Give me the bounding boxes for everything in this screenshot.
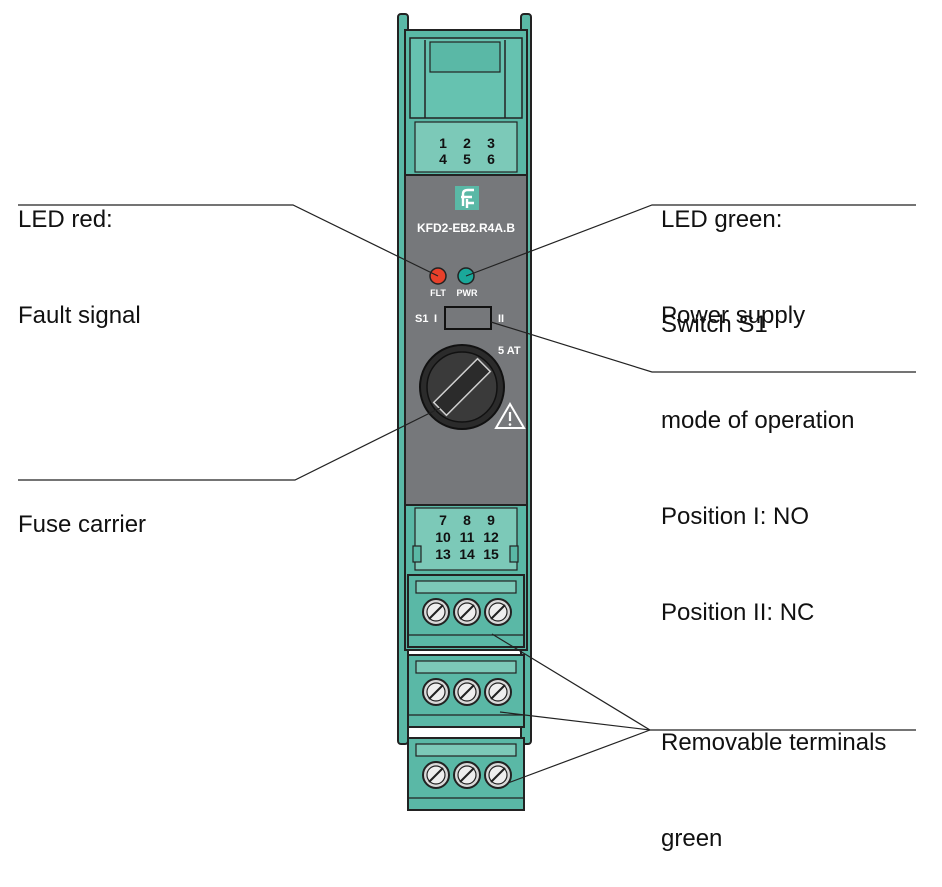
model-label: KFD2-EB2.R4A.B (417, 221, 515, 235)
callout-switch-line4: Position II: NC (661, 599, 815, 626)
callout-switch-line1: Switch S1 (661, 311, 768, 338)
callout-led-red-line2: Fault signal (18, 302, 141, 329)
top-terminal-numbers: 1 2 3 4 5 6 (439, 135, 495, 167)
terminal-number: 9 (487, 512, 495, 528)
callout-led-red-line1: LED red: (18, 206, 113, 233)
terminal-number: 11 (460, 529, 475, 545)
callout-fuse: Fuse carrier (18, 445, 146, 573)
terminal-number: 3 (487, 135, 495, 151)
fuse-rating-label: 5 AT (498, 345, 521, 357)
switch-position-1-label: I (434, 313, 437, 325)
terminal-screw[interactable] (422, 678, 450, 706)
callout-terminals: Removable terminals green (661, 663, 886, 887)
terminal-block[interactable] (407, 737, 525, 811)
terminal-latches (412, 545, 519, 563)
switch-s1[interactable] (444, 306, 492, 330)
terminal-screw[interactable] (453, 761, 481, 789)
removable-terminal-blocks (407, 574, 525, 811)
terminal-screw[interactable] (422, 761, 450, 789)
terminal-block[interactable] (407, 574, 525, 648)
front-panel (404, 174, 528, 506)
bottom-terminal-numbers: 7 8 9 10 11 12 13 14 15 (435, 512, 499, 562)
terminal-screw[interactable] (453, 598, 481, 626)
device-diagram: 1 2 3 4 5 6 KFD2-EB2.R4A.B FLT PWR S1 I … (18, 13, 916, 811)
terminal-screw[interactable] (422, 598, 450, 626)
callout-switch-line3: Position I: NO (661, 503, 810, 530)
led-power-label: PWR (457, 288, 478, 298)
terminal-number: 15 (483, 546, 499, 562)
callout-led-green-line2: Power supply (661, 302, 806, 329)
callout-led-green: LED green: Power supply (661, 140, 805, 364)
callout-lines (18, 204, 916, 784)
terminal-number: 12 (483, 529, 499, 545)
callout-led-red: LED red: Fault signal (18, 140, 141, 364)
switch-label: S1 (415, 313, 428, 325)
fuse-carrier[interactable] (419, 344, 505, 430)
callout-switch-line2: mode of operation (661, 407, 855, 434)
terminal-number: 8 (463, 512, 471, 528)
terminal-block[interactable] (407, 654, 525, 728)
callout-led-green-line1: LED green: (661, 206, 783, 233)
warning-icon (494, 402, 526, 429)
terminal-number: 13 (435, 546, 451, 562)
callout-terminals-line1: Removable terminals (661, 729, 887, 756)
terminal-screw[interactable] (453, 678, 481, 706)
led-fault-label: FLT (430, 288, 446, 298)
terminal-number: 4 (439, 151, 447, 167)
terminal-number: 14 (459, 546, 475, 562)
terminal-number: 6 (487, 151, 495, 167)
terminal-number: 10 (435, 529, 451, 545)
terminal-number: 1 (439, 135, 447, 151)
terminal-number: 7 (439, 512, 447, 528)
callout-fuse-line1: Fuse carrier (18, 511, 147, 538)
terminal-screw[interactable] (484, 678, 512, 706)
callout-switch: Switch S1 mode of operation Position I: … (661, 245, 854, 661)
terminal-number: 5 (463, 151, 471, 167)
terminal-number: 2 (463, 135, 471, 151)
terminal-screw[interactable] (484, 761, 512, 789)
switch-position-2-label: II (498, 313, 504, 325)
brand-logo (455, 186, 479, 210)
callout-terminals-line2: green (661, 825, 723, 852)
terminal-screw[interactable] (484, 598, 512, 626)
